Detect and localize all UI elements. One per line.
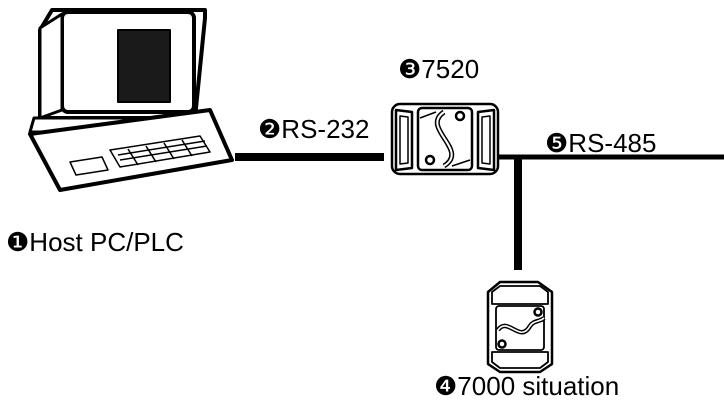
rs485-label: ❺RS-485 <box>545 128 657 158</box>
module-label: ❹7000 situation <box>434 371 620 401</box>
rs232-label: ❷RS-232 <box>258 114 370 144</box>
host-label: ❶Host PC/PLC <box>6 227 184 257</box>
7520-converter-module-icon <box>390 102 500 176</box>
7000-io-module-icon <box>486 280 554 374</box>
converter-label: ❸7520 <box>398 54 480 84</box>
desktop-computer-icon <box>28 8 234 192</box>
